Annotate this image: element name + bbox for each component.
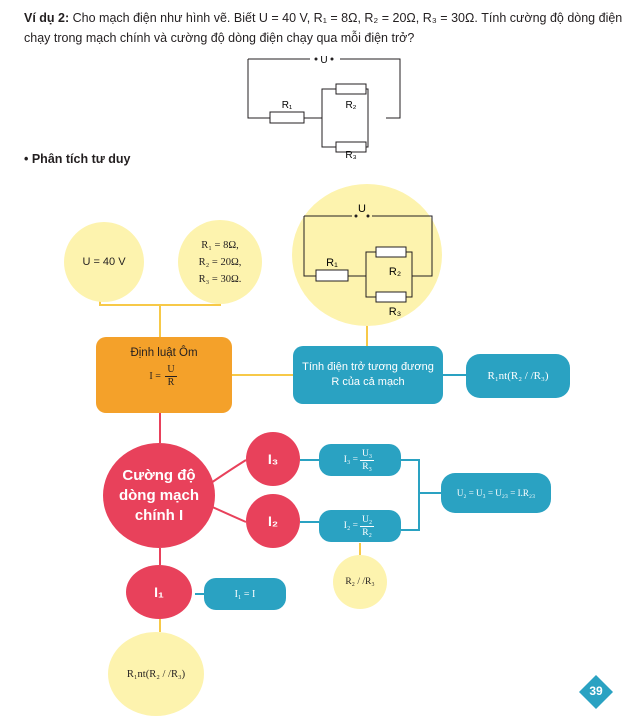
page-number-badge: 39: [579, 675, 613, 709]
r-values-node: R₁ = 8Ω, R₂ = 20Ω, R₃ = 30Ω.: [178, 220, 262, 304]
i1-eq: I₁ = I: [234, 588, 256, 600]
r3-value: R₃ = 30Ω.: [198, 273, 242, 285]
top-r3-label: R₃: [345, 150, 356, 160]
r1-value: R₁ = 8Ω,: [201, 239, 239, 251]
main-line3: chính I: [134, 506, 184, 524]
line-main-i3: [207, 459, 247, 486]
i2-node: I₂: [246, 494, 300, 548]
i1-node: I₁: [126, 565, 192, 619]
i3-label: I₃: [267, 451, 279, 467]
section-title: • Phân tích tư duy: [24, 152, 131, 166]
i3-den: R₃: [362, 461, 372, 472]
ohm-title: Định luật Ôm: [130, 347, 198, 359]
top-r1-label: R₁: [282, 100, 293, 111]
u-equality-node: U₂ = U₃ = U₂₃ = I.R₂₃: [441, 473, 551, 513]
r1nt-label: R₁nt(R₂ / /R₃): [126, 668, 186, 680]
problem-line1: Cho mạch điện như hình vẽ. Biết U = 40 V…: [69, 11, 623, 25]
ohm-num: U: [165, 364, 177, 377]
circuit-node: U R₁ R₂ R₃: [292, 184, 442, 326]
page-number: 39: [589, 684, 603, 698]
main-current-node: Cường độ dòng mạch chính I: [103, 443, 215, 548]
equiv-line2: R của cả mạch: [331, 376, 405, 388]
i3-node: I₃: [246, 432, 300, 486]
problem-line2: chạy trong mạch chính và cường độ dòng đ…: [24, 31, 415, 45]
i3-num: U₃: [360, 448, 375, 461]
r23-node: R₂ / /R₃: [333, 555, 387, 609]
line-main-i2: [207, 504, 247, 523]
equiv-formula-node: R₁nt(R₂ / /R₃): [466, 354, 570, 398]
top-circuit-diagram: U R₁ R₂ R₃: [247, 55, 401, 160]
u-value-text: U = 40 V: [82, 256, 126, 268]
r1nt-node: R₁nt(R₂ / /R₃): [108, 632, 204, 716]
i1-label: I₁: [154, 584, 164, 600]
circuit-r3-label: R₃: [389, 306, 401, 318]
i3-lhs: I₃ =: [343, 455, 359, 465]
equiv-line1: Tính điện trở tương đương: [302, 361, 434, 373]
main-line2: dòng mạch: [118, 486, 199, 504]
equiv-resistance-node: Tính điện trở tương đương R của cả mạch: [293, 346, 443, 404]
ohm-lhs: I =: [149, 370, 161, 382]
r2-value: R₂ = 20Ω,: [198, 256, 242, 268]
i2-label: I₂: [267, 513, 279, 529]
i2-lhs: I₂ =: [343, 521, 359, 531]
top-r2-label: R₂: [345, 100, 356, 111]
u-equality: U₂ = U₃ = U₂₃ = I.R₂₃: [456, 488, 536, 498]
r23-label: R₂ / /R₃: [345, 577, 375, 587]
i2-num: U₂: [360, 514, 375, 527]
i1-eq-node: I₁ = I: [204, 578, 286, 610]
top-u-label: U: [320, 55, 327, 66]
circuit-u-label: U: [358, 203, 366, 215]
circuit-r1-label: R₁: [326, 257, 338, 269]
main-line1: Cường độ: [122, 466, 196, 484]
u-value-node: U = 40 V: [64, 222, 144, 302]
i2-den: R₂: [362, 527, 372, 538]
ohm-den: R: [167, 377, 175, 388]
circuit-node-diagram: U R₁ R₂ R₃: [303, 203, 433, 318]
problem-text: Ví dụ 2: Cho mạch điện như hình vẽ. Biết…: [24, 8, 624, 48]
circuit-r2-label: R₂: [389, 266, 401, 278]
line-bracket: [401, 459, 420, 531]
equiv-formula: R₁nt(R₂ / /R₃): [487, 370, 549, 382]
problem-label: Ví dụ 2:: [24, 11, 70, 25]
